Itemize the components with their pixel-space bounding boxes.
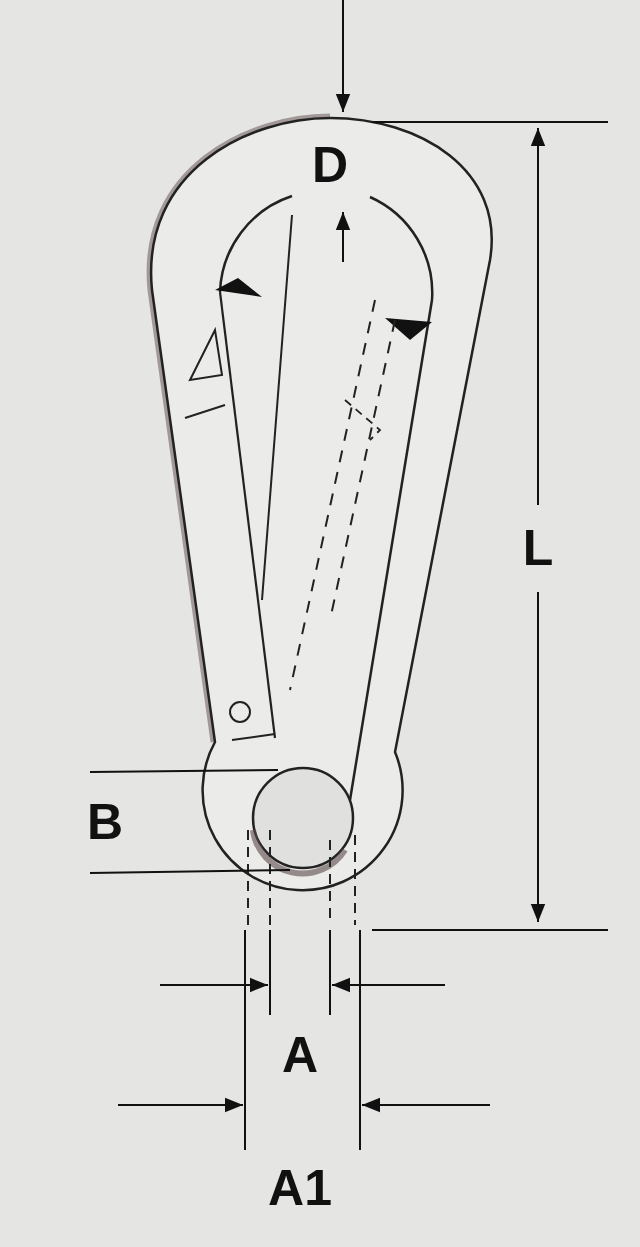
inner-edge [350,300,432,800]
dimension-arrow [537,128,539,505]
gate-nose [190,330,222,380]
hidden-line [330,320,395,620]
inner-arc [220,196,292,292]
dimension-label: D [312,140,348,190]
hidden-line [248,830,355,925]
dimension-arrow [362,1104,490,1106]
dimension-arrow [160,984,268,986]
dimension-label: B [87,797,123,847]
gate [220,292,275,738]
hook-body [151,118,492,890]
dimension-arrow [342,212,344,262]
shadow [253,830,345,874]
gate [185,405,225,418]
extension-line [372,122,608,930]
hinge-pin [230,702,250,722]
dimension-label: L [523,523,554,573]
hidden-line [290,300,375,690]
dimension-arrow [537,592,539,922]
gate [232,734,275,740]
dimension-label: A1 [268,1163,332,1213]
hidden-line [345,400,380,440]
eye [253,768,353,868]
extension-line [270,930,330,1015]
extension-line [245,930,360,1150]
dimension-arrow [342,0,344,112]
latch-mark [215,278,262,297]
inner-arc [370,197,432,300]
dimension-label: A [282,1030,318,1080]
dimension-arrow [332,984,445,986]
dimension-arrow [118,1104,243,1106]
gate [262,215,292,600]
